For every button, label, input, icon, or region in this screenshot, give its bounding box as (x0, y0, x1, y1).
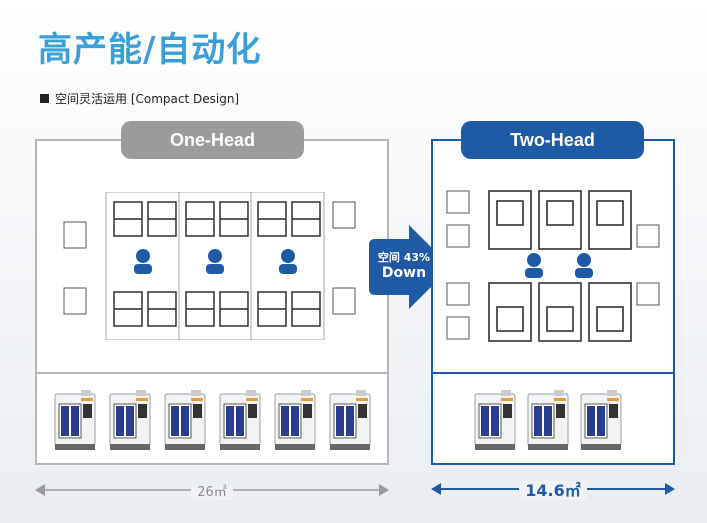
one-head-machine-row (51, 388, 374, 452)
one-head-floor-layout (63, 192, 356, 340)
reduction-word: Down (381, 265, 427, 281)
panel-divider (433, 372, 673, 374)
subtitle: 空间灵活运用 [Compact Design] (40, 90, 239, 107)
bullet-square-icon (40, 94, 49, 103)
two-head-area-dimension: 14.6㎡ (431, 476, 675, 502)
arrow-right-icon (369, 225, 451, 309)
cnc-machine-image (51, 388, 99, 452)
panel-divider (37, 372, 387, 374)
two-head-area: 14.6㎡ (519, 481, 587, 500)
cnc-machine-image (271, 388, 319, 452)
page-title: 高产能/自动化 (38, 30, 262, 70)
cnc-machine-image (216, 388, 264, 452)
cnc-machine-image (524, 388, 572, 452)
cnc-machine-image (106, 388, 154, 452)
two-head-floor-layout (446, 190, 660, 342)
cnc-machine-image (577, 388, 625, 452)
one-head-area: 26㎡ (191, 485, 233, 500)
one-head-area-dimension: 26㎡ (35, 478, 389, 502)
cnc-machine-image (471, 388, 519, 452)
cnc-machine-image (326, 388, 374, 452)
operator-icon (134, 249, 297, 274)
two-head-machine-row (471, 388, 625, 452)
two-head-label: Two-Head (461, 121, 644, 159)
reduction-percent: 空间 43% (377, 251, 431, 264)
cnc-machine-image (161, 388, 209, 452)
one-head-label: One-Head (121, 121, 304, 159)
operator-icon (525, 253, 593, 278)
subtitle-text: 空间灵活运用 [Compact Design] (55, 92, 240, 106)
reduction-arrow: 空间 43% Down (369, 225, 455, 309)
